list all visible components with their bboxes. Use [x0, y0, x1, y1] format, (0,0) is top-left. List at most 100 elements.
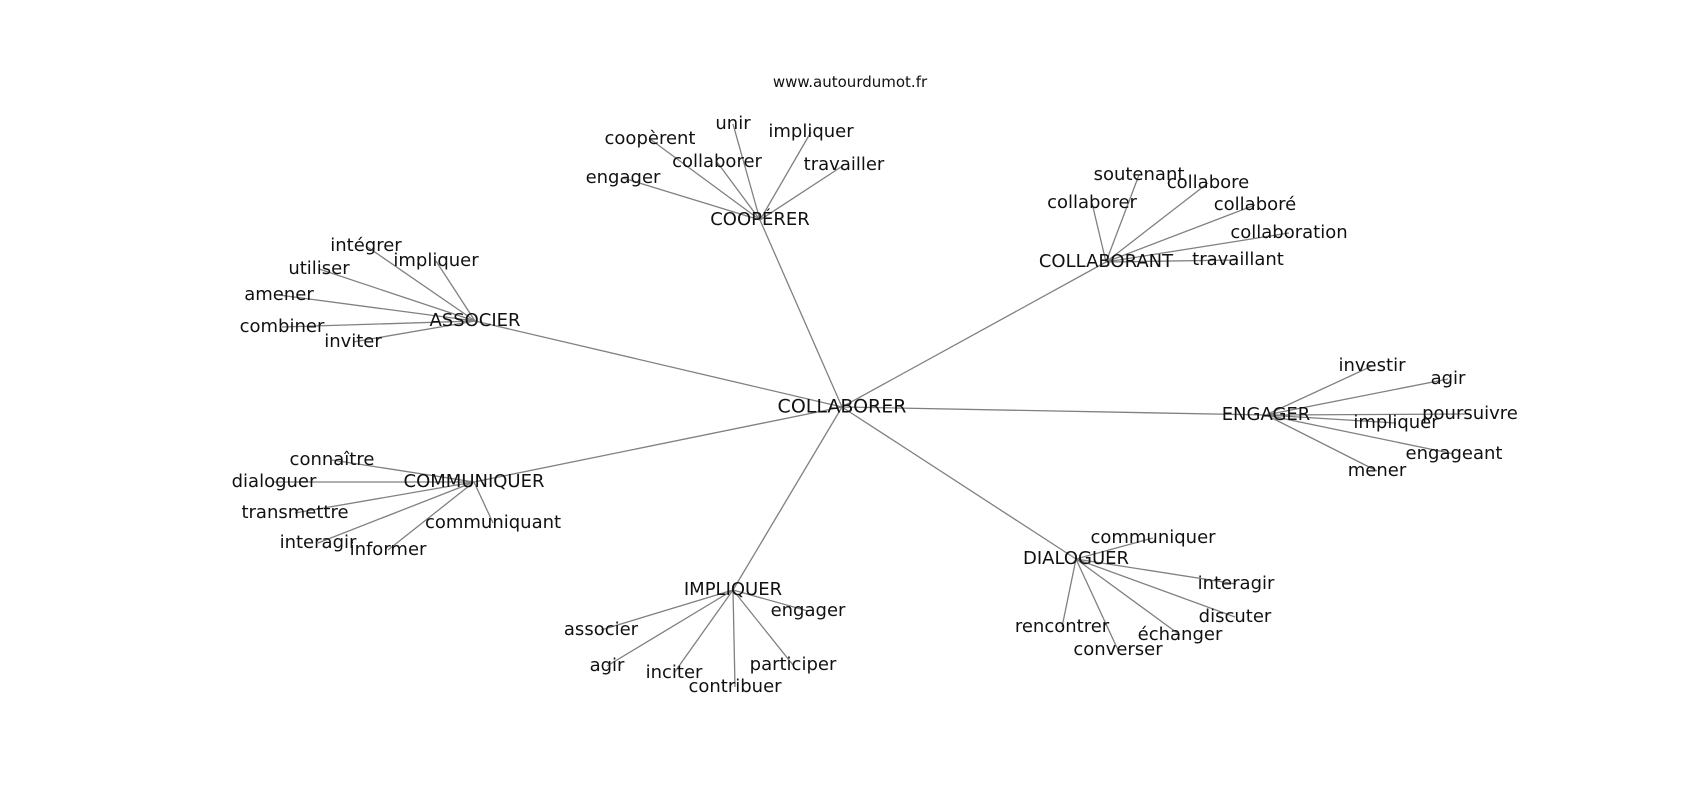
leaf-word-node[interactable]: engageant — [1406, 443, 1503, 464]
edge-collaborant-leaf — [1091, 202, 1107, 263]
edge-center-dialoguer — [841, 406, 1077, 560]
leaf-word-node[interactable]: intégrer — [330, 235, 402, 256]
edge-associer-leaf — [281, 320, 476, 328]
leaf-word-node[interactable]: impliquer — [1353, 412, 1439, 433]
edge-center-cooperer — [759, 219, 843, 408]
edge-dialoguer-leaf — [1075, 558, 1236, 618]
leaf-word-node[interactable]: informer — [350, 539, 427, 560]
edge-center-impliquer — [732, 406, 843, 591]
edge-impliquer-leaf — [600, 589, 734, 631]
leaf-word-node[interactable]: transmettre — [241, 502, 348, 523]
edge-collaborant-leaf — [1105, 232, 1290, 263]
edge-associer-leaf — [278, 294, 476, 322]
leaf-word-node[interactable]: communiquant — [425, 512, 561, 533]
leaf-word-node[interactable]: mener — [1348, 460, 1407, 481]
leaf-word-node[interactable]: collabore — [1167, 172, 1249, 193]
leaf-word-node[interactable]: engager — [771, 600, 846, 621]
center-word-node[interactable]: COLLABORER — [778, 396, 907, 418]
edge-collaborant-leaf — [1105, 174, 1140, 263]
leaf-word-node[interactable]: coopèrent — [605, 128, 696, 149]
edge-associer-leaf — [352, 320, 476, 343]
edge-impliquer-leaf — [732, 589, 809, 612]
hub-node-communiquer[interactable]: COMMUNIQUER — [404, 471, 545, 492]
edge-center-collaborant — [841, 261, 1107, 408]
leaf-word-node[interactable]: collaboration — [1230, 222, 1347, 243]
edge-impliquer-leaf — [606, 589, 734, 667]
edge-dialoguer-leaf — [1075, 558, 1119, 651]
leaf-word-node[interactable]: rencontrer — [1015, 616, 1110, 637]
leaf-word-node[interactable]: interagir — [1198, 573, 1275, 594]
edge-cooperer-leaf — [732, 123, 761, 221]
edge-center-engager — [841, 406, 1267, 416]
edge-impliquer-leaf — [732, 589, 794, 666]
leaf-word-node[interactable]: soutenant — [1094, 164, 1185, 185]
leaf-word-node[interactable]: collaborer — [672, 151, 762, 172]
leaf-word-node[interactable]: travaillant — [1192, 249, 1284, 270]
leaf-word-node[interactable]: associer — [564, 619, 639, 640]
hub-node-engager[interactable]: ENGAGER — [1222, 404, 1311, 425]
leaf-word-node[interactable]: combiner — [240, 316, 325, 337]
leaf-word-node[interactable]: impliquer — [393, 250, 479, 271]
edge-collaborant-leaf — [1105, 204, 1256, 263]
edge-cooperer-leaf — [759, 164, 845, 221]
edge-associer-leaf — [318, 268, 476, 322]
edge-cooperer-leaf — [649, 138, 761, 221]
leaf-word-node[interactable]: participer — [750, 654, 837, 675]
edge-cooperer-leaf — [622, 177, 761, 221]
leaf-word-node[interactable]: inviter — [324, 331, 382, 352]
hub-node-collaborant[interactable]: COLLABORANT — [1039, 251, 1174, 272]
edge-dialoguer-leaf — [1075, 558, 1237, 585]
leaf-word-node[interactable]: agir — [590, 655, 625, 676]
edge-engager-leaf — [1265, 378, 1449, 416]
edge-cooperer-leaf — [759, 131, 812, 221]
edge-communiquer-leaf — [317, 481, 475, 544]
leaf-word-node[interactable]: engager — [586, 167, 661, 188]
edge-engager-leaf — [1265, 414, 1378, 472]
leaf-word-node[interactable]: collaboré — [1214, 194, 1296, 215]
edge-associer-leaf — [365, 245, 476, 322]
leaf-word-node[interactable]: connaître — [290, 449, 375, 470]
edge-impliquer-leaf — [732, 589, 736, 688]
leaf-word-node[interactable]: inciter — [646, 662, 703, 683]
edge-collaborant-leaf — [1105, 182, 1209, 263]
leaf-word-node[interactable]: travailler — [804, 154, 885, 175]
edge-dialoguer-leaf — [1075, 537, 1154, 560]
edge-communiquer-leaf — [331, 459, 475, 483]
leaf-word-node[interactable]: utiliser — [288, 258, 350, 279]
leaf-word-node[interactable]: contribuer — [688, 676, 782, 697]
edge-communiquer-leaf — [387, 481, 475, 551]
leaf-word-node[interactable]: dialoguer — [232, 471, 317, 492]
leaf-word-node[interactable]: investir — [1339, 355, 1407, 376]
edge-engager-leaf — [1265, 365, 1373, 416]
edge-associer-leaf — [435, 260, 476, 322]
edge-engager-leaf — [1265, 414, 1397, 424]
edge-center-associer — [474, 320, 843, 408]
leaf-word-node[interactable]: amener — [244, 284, 314, 305]
graph-labels: COLLABORER COOPÉRER unir coopèrent impliquer… — [232, 113, 1518, 697]
leaf-word-node[interactable]: interagir — [280, 532, 357, 553]
edge-cooperer-leaf — [716, 161, 761, 221]
hub-node-cooperer[interactable]: COOPÉRER — [710, 208, 810, 230]
edge-engager-leaf — [1265, 413, 1471, 416]
leaf-word-node[interactable]: échanger — [1138, 624, 1223, 645]
edge-collaborant-leaf — [1105, 259, 1239, 263]
edge-dialoguer-leaf — [1075, 558, 1181, 636]
leaf-word-node[interactable]: communiquer — [1090, 527, 1216, 548]
hub-node-dialoguer[interactable]: DIALOGUER — [1023, 548, 1129, 569]
source-watermark: www.autourdumot.fr — [772, 73, 928, 91]
edge-center-communiquer — [473, 406, 843, 483]
leaf-word-node[interactable]: unir — [715, 113, 751, 134]
leaf-word-node[interactable]: collaborer — [1047, 192, 1137, 213]
hub-node-impliquer[interactable]: IMPLIQUER — [684, 579, 782, 600]
leaf-word-node[interactable]: discuter — [1199, 606, 1272, 627]
leaf-word-node[interactable]: poursuivre — [1422, 403, 1518, 424]
leaf-word-node[interactable]: agir — [1431, 368, 1466, 389]
edge-communiquer-leaf — [294, 481, 475, 514]
leaf-word-node[interactable]: impliquer — [768, 121, 854, 142]
edge-communiquer-leaf — [473, 481, 494, 524]
hub-node-associer[interactable]: ASSOCIER — [429, 310, 520, 331]
edge-engager-leaf — [1265, 414, 1455, 455]
leaf-word-node[interactable]: converser — [1073, 639, 1163, 660]
edge-impliquer-leaf — [673, 589, 734, 674]
